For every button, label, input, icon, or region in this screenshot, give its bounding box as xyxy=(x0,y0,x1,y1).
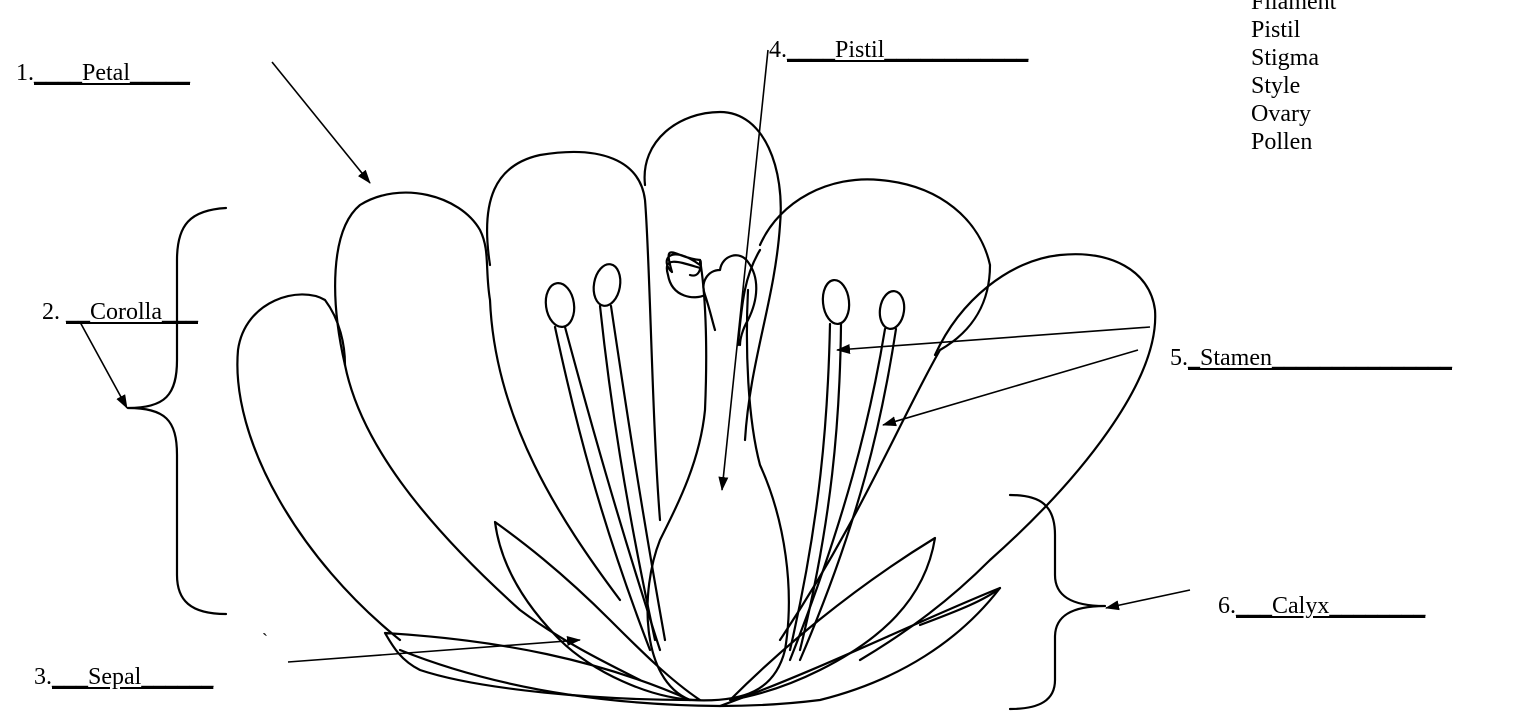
arrow-stamen-2 xyxy=(883,350,1138,425)
arrow-corolla xyxy=(80,322,127,408)
label-1-answer: ____Petal_____ xyxy=(34,60,190,86)
anther-right-2 xyxy=(877,290,906,331)
word-bank-item: Ovary xyxy=(1251,100,1336,128)
anther-right-1 xyxy=(821,279,851,325)
label-2-answer: __Corolla___ xyxy=(66,299,198,325)
word-bank-item: Pollen xyxy=(1251,128,1336,156)
stray-mark: ` xyxy=(262,628,268,652)
label-4: 4.____Pistil____________ xyxy=(757,14,1028,62)
petal-center xyxy=(645,112,781,440)
word-bank-item: Stigma xyxy=(1251,44,1336,72)
label-6: 6.___Calyx________ xyxy=(1206,570,1425,618)
petal-outer-left xyxy=(237,294,640,680)
label-3-answer: ___Sepal______ xyxy=(52,664,213,690)
label-2-number: 2. xyxy=(42,299,60,325)
sepal-right-high xyxy=(730,538,935,700)
word-bank-item: Style xyxy=(1251,72,1336,100)
petal-left-center xyxy=(487,152,660,520)
anther-left-2 xyxy=(591,262,624,308)
label-3-number: 3. xyxy=(34,664,52,690)
label-5-answer: _Stamen_______________ xyxy=(1188,345,1452,371)
arrow-petal xyxy=(272,62,370,183)
sepal-left-high xyxy=(495,522,700,700)
anther-left-1 xyxy=(543,281,577,328)
corolla-bracket xyxy=(128,208,226,614)
label-4-number: 4. xyxy=(769,37,787,63)
label-1: 1.____Petal_____ xyxy=(4,37,190,85)
style-right xyxy=(690,290,789,700)
label-2: 2. __Corolla___ xyxy=(30,276,198,324)
word-bank-item: Filament xyxy=(1251,0,1336,16)
arrow-calyx xyxy=(1106,590,1190,608)
filament-right-1 xyxy=(790,324,841,650)
label-4-answer: ____Pistil____________ xyxy=(787,37,1028,63)
word-bank: Filament Pistil Stigma Style Ovary Polle… xyxy=(1251,0,1336,156)
word-bank-item: Pistil xyxy=(1251,16,1336,44)
petal-left xyxy=(335,193,620,600)
filament-right-2 xyxy=(790,329,896,660)
label-6-answer: ___Calyx________ xyxy=(1236,593,1425,619)
label-6-number: 6. xyxy=(1218,593,1236,619)
label-1-number: 1. xyxy=(16,60,34,86)
arrow-pistil xyxy=(722,50,768,490)
petal-right-center xyxy=(760,179,990,640)
filament-left-2 xyxy=(600,306,665,640)
label-5: 5._Stamen_______________ xyxy=(1158,322,1452,370)
label-3: 3.___Sepal______ xyxy=(22,641,213,689)
label-5-number: 5. xyxy=(1170,345,1188,371)
